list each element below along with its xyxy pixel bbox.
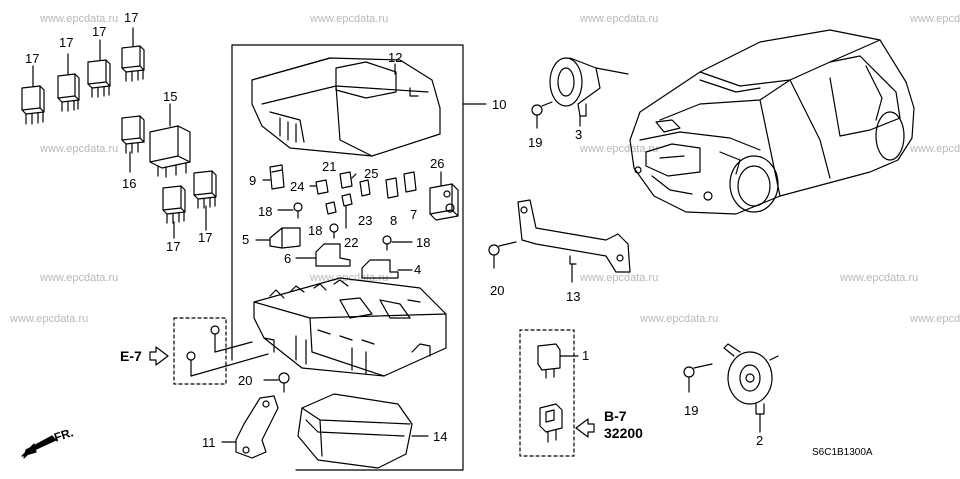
watermark: www.epcdata.ru <box>840 272 919 284</box>
watermark: www.epcdata.ru <box>580 272 659 284</box>
relay-icon <box>21 65 45 125</box>
callout-12: 12 <box>388 50 403 65</box>
callout-20: 20 <box>238 373 253 388</box>
callout-17: 17 <box>92 24 107 39</box>
bracket-icon <box>361 259 413 279</box>
bolt-icon <box>531 101 553 129</box>
arrow-right-icon <box>575 418 595 438</box>
callout-15: 15 <box>163 89 178 104</box>
assembly-bracket-10 <box>231 44 464 471</box>
bracket-icon <box>295 243 351 267</box>
bolt-icon <box>210 325 220 353</box>
callout-22: 22 <box>344 235 359 250</box>
callout-17: 17 <box>59 35 74 50</box>
fuse-icon <box>309 179 329 195</box>
fuse-icon <box>325 201 337 215</box>
callout-8: 8 <box>390 213 398 228</box>
bolt-icon <box>683 363 713 393</box>
callout-16: 16 <box>122 176 137 191</box>
fuse-icon <box>341 193 353 229</box>
callout-18: 18 <box>258 204 273 219</box>
relay-icon <box>57 53 80 112</box>
arrow-left-icon <box>149 346 169 366</box>
watermark: www.epcdata.ru <box>640 313 719 325</box>
connector-icon <box>539 403 563 443</box>
callout-20: 20 <box>490 283 505 298</box>
callout-26: 26 <box>430 156 445 171</box>
callout-4: 4 <box>414 262 422 277</box>
lower-cover-icon <box>297 393 429 469</box>
bolt-icon <box>329 223 339 239</box>
stay-bracket-icon <box>221 395 279 459</box>
relay-socket-icon <box>429 171 459 221</box>
watermark: www.epcdata.ru <box>40 272 119 284</box>
ref-b7: B-7 <box>604 408 627 424</box>
horn-bracket-icon <box>517 199 631 283</box>
callout-11: 11 <box>202 435 216 450</box>
watermark: www.epcdata.ru <box>580 143 659 155</box>
b7-reference-box <box>519 329 575 457</box>
callout-18: 18 <box>308 223 323 238</box>
callout-19: 19 <box>684 403 699 418</box>
fuse-icon <box>385 177 399 199</box>
relay-icon <box>121 27 145 82</box>
relay-connector-icon <box>537 343 579 379</box>
relay-icon <box>121 115 145 173</box>
bolt-icon <box>277 202 303 219</box>
callout-5: 5 <box>242 232 250 247</box>
callout-10: 10 <box>492 97 507 112</box>
ref-b7-number: 32200 <box>604 425 643 441</box>
callout-19: 19 <box>528 135 543 150</box>
callout-17: 17 <box>198 230 213 245</box>
callout-14: 14 <box>433 429 448 444</box>
fuse-icon <box>359 179 371 197</box>
ref-e7: E-7 <box>120 348 142 364</box>
watermark: www.epcdata.ru <box>580 13 659 25</box>
callout-17: 17 <box>25 51 40 66</box>
fuse-box-body-icon <box>253 277 447 377</box>
bracket-icon <box>255 227 301 249</box>
horn-icon <box>723 343 779 433</box>
callout-2: 2 <box>756 433 764 448</box>
callout-21: 21 <box>322 159 337 174</box>
callout-24: 24 <box>290 179 305 194</box>
horn-icon <box>549 57 629 127</box>
callout-6: 6 <box>284 251 292 266</box>
front-arrow-icon <box>23 435 57 459</box>
watermark: www.epcdata.ru <box>910 13 960 25</box>
watermark: www.epcdata.ru <box>10 313 89 325</box>
bolt-icon <box>488 241 517 269</box>
callout-9: 9 <box>249 173 257 188</box>
relay-icon <box>87 39 111 98</box>
e7-reference-box <box>173 317 227 385</box>
car-icon <box>629 29 915 215</box>
callout-7: 7 <box>410 207 418 222</box>
diagram-code: S6C1B1300A <box>812 447 873 458</box>
relay-icon <box>193 170 217 231</box>
bolt-icon <box>382 235 413 251</box>
callout-17: 17 <box>166 239 181 254</box>
fuse-box-cover-icon <box>251 57 441 157</box>
callout-1: 1 <box>582 348 590 363</box>
watermark: www.epcdata.ru <box>310 13 389 25</box>
bolt-icon <box>263 372 290 393</box>
fuse-icon <box>339 171 357 189</box>
watermark: www.epcdata.ru <box>910 143 960 155</box>
watermark: www.epcdata.ru <box>910 313 960 325</box>
fuse-icon <box>403 171 417 193</box>
bolt-icon <box>186 351 196 377</box>
callout-18: 18 <box>416 235 431 250</box>
relay-icon <box>162 185 186 239</box>
callout-3: 3 <box>575 127 583 142</box>
callout-17: 17 <box>124 10 139 25</box>
watermark: www.epcdata.ru <box>40 13 119 25</box>
watermark: www.epcdata.ru <box>40 143 119 155</box>
callout-13: 13 <box>566 289 581 304</box>
callout-23: 23 <box>358 213 373 228</box>
callout-25: 25 <box>364 166 379 181</box>
fuse-icon <box>262 164 285 190</box>
relay-large-icon <box>149 103 191 178</box>
